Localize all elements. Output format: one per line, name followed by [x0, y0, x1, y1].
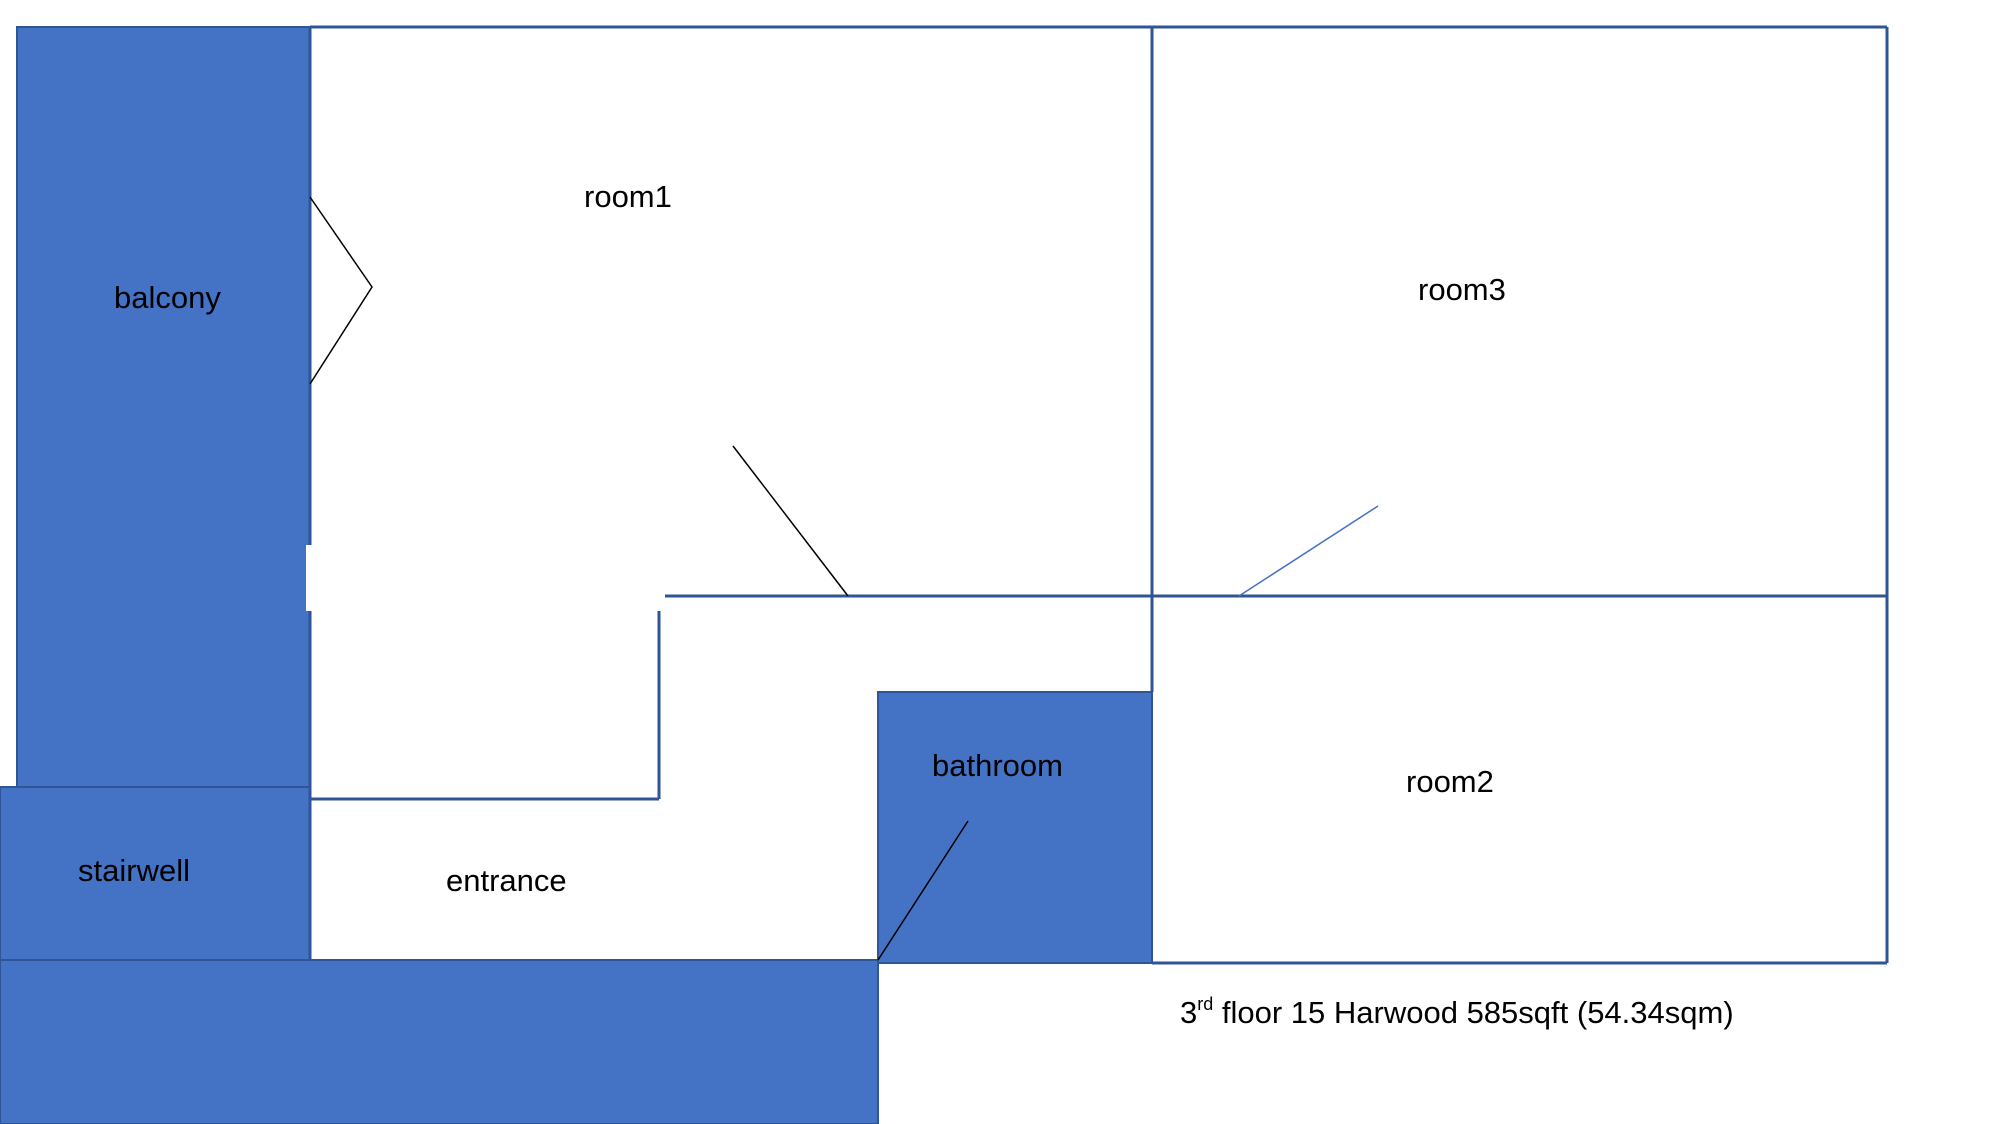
room1-door-swing	[732, 445, 849, 597]
walls	[308, 25, 1889, 965]
room-label-entrance: entrance	[446, 863, 567, 898]
room-label-room2: room2	[1406, 764, 1494, 799]
bottom-corridor-area	[0, 959, 879, 1124]
room3-door-swing	[1238, 505, 1379, 597]
room-label-room1: room1	[584, 179, 672, 214]
door-swings	[309, 196, 1379, 961]
balcony-area	[16, 26, 311, 788]
bathroom-area	[877, 691, 1153, 964]
caption-floor-number: 3	[1180, 995, 1197, 1030]
bathroom-door-swing	[877, 820, 969, 961]
floor-caption: 3rd floor 15 Harwood 585sqft (54.34sqm)	[1180, 994, 1734, 1030]
room-label-room3: room3	[1418, 272, 1506, 307]
caption-floor-suffix: rd	[1197, 994, 1213, 1014]
caption-text: floor 15 Harwood 585sqft (54.34sqm)	[1213, 995, 1733, 1030]
stairwell-area	[0, 786, 311, 961]
balcony-doorway-gap	[306, 545, 312, 611]
room-label-balcony: balcony	[114, 280, 221, 315]
room-label-bathroom: bathroom	[932, 748, 1063, 783]
balcony-door-swing	[309, 196, 373, 385]
room-label-stairwell: stairwell	[78, 853, 190, 888]
